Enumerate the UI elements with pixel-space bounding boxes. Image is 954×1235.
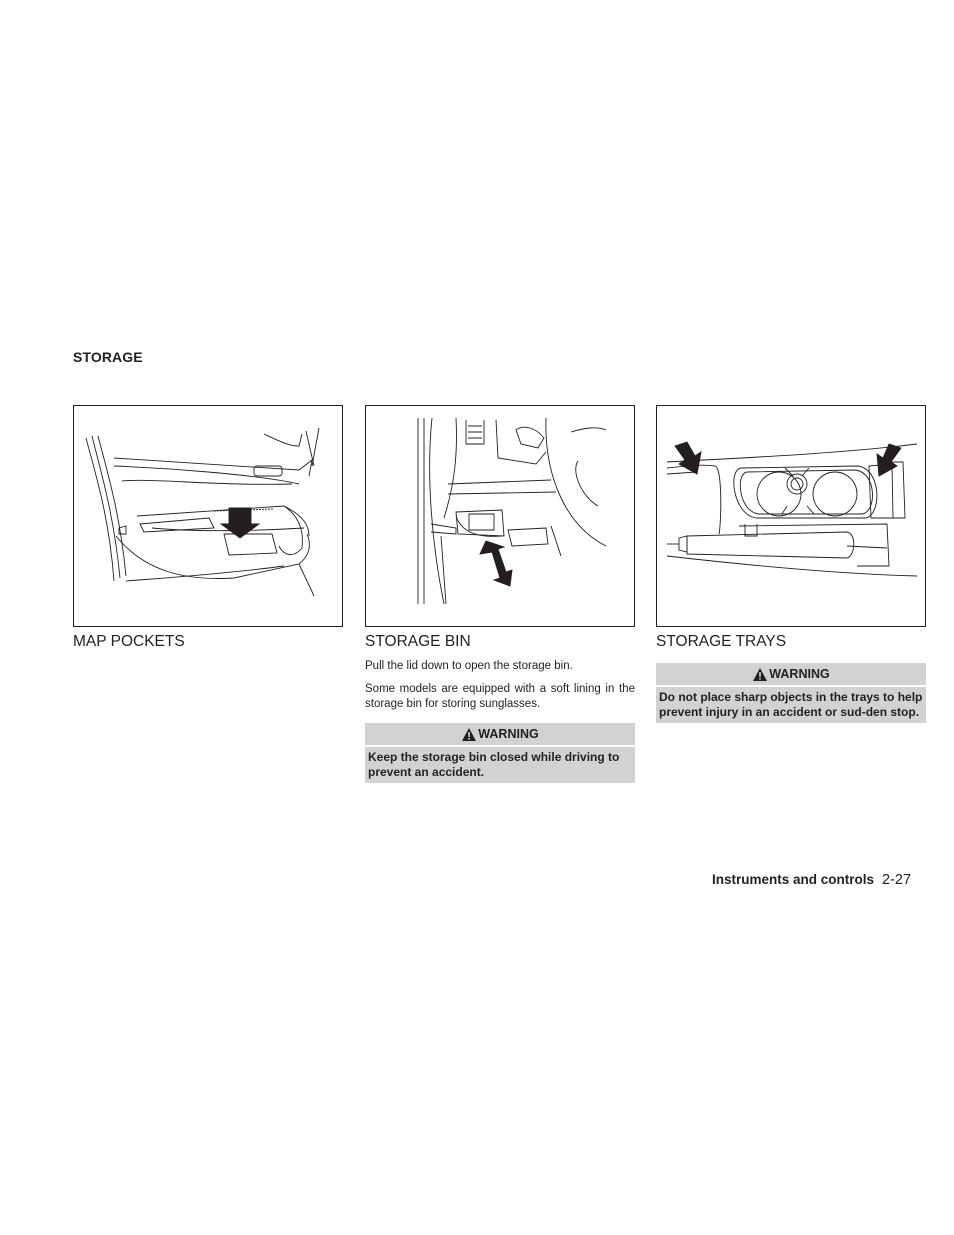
page-number: 2-27 bbox=[882, 872, 912, 888]
warning-header: WARNING bbox=[656, 663, 926, 685]
warning-title: WARNING bbox=[478, 727, 539, 741]
storage-trays-illustration bbox=[656, 405, 926, 627]
storage-bin-warning: WARNING Keep the storage bin closed whil… bbox=[365, 723, 635, 783]
warning-triangle-icon bbox=[753, 667, 768, 681]
door-panel-illustration bbox=[73, 405, 343, 627]
storage-bin-column: STORAGE BIN Pull the lid down to open th… bbox=[365, 405, 635, 783]
storage-trays-column: STORAGE TRAYS WARNING Do not place sharp… bbox=[656, 405, 926, 723]
map-pockets-heading: MAP POCKETS bbox=[73, 633, 185, 650]
storage-bin-heading: STORAGE BIN bbox=[365, 633, 471, 650]
section-title: STORAGE bbox=[73, 349, 143, 365]
storage-bin-paragraph-2: Some models are equipped with a soft lin… bbox=[365, 683, 635, 710]
warning-text: Keep the storage bin closed while drivin… bbox=[365, 747, 635, 783]
storage-bin-paragraph-1: Pull the lid down to open the storage bi… bbox=[365, 660, 573, 672]
warning-triangle-icon bbox=[462, 727, 477, 741]
page-footer: Instruments and controls 2-27 bbox=[712, 872, 911, 888]
warning-title: WARNING bbox=[769, 667, 830, 681]
storage-trays-heading: STORAGE TRAYS bbox=[656, 633, 787, 650]
storage-trays-warning: WARNING Do not place sharp objects in th… bbox=[656, 663, 926, 723]
footer-section-name: Instruments and controls bbox=[712, 872, 875, 887]
map-pockets-column: MAP POCKETS bbox=[73, 405, 343, 651]
storage-bin-illustration bbox=[365, 405, 635, 627]
warning-text: Do not place sharp objects in the trays … bbox=[656, 687, 926, 723]
warning-header: WARNING bbox=[365, 723, 635, 745]
